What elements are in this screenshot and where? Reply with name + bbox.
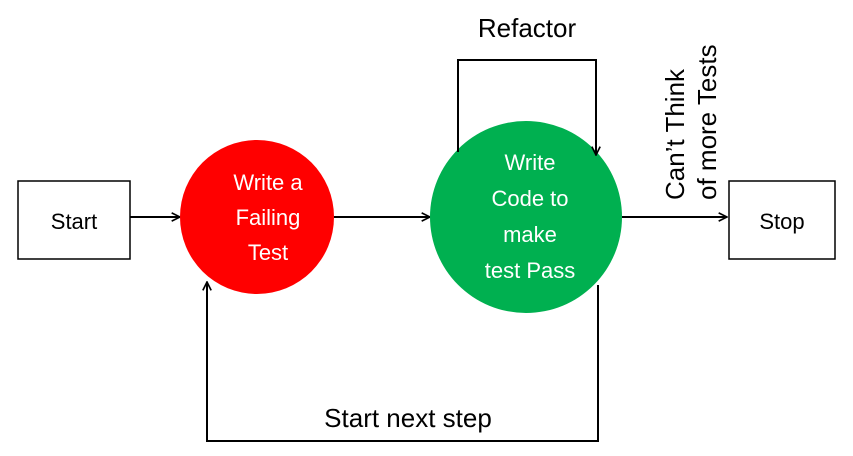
next-step-label: Start next step [324,403,492,433]
start-label: Start [51,209,97,234]
start-box [17,180,131,260]
write-code-line-4: test Pass [485,258,575,283]
failing-test-line-2: Failing [236,205,301,230]
stop-label: Stop [759,209,804,234]
cant-think-line-2: of more Tests [692,44,722,200]
write-code-line-3: make [503,222,557,247]
write-code-line-2: Code to [491,186,568,211]
stop-box [728,180,836,260]
write-code-line-1: Write [505,150,556,175]
edge-next-step-loop [207,282,599,442]
failing-test-node [180,140,334,294]
failing-test-line-3: Test [248,240,288,265]
failing-test-line-1: Write a [233,170,303,195]
refactor-label: Refactor [478,13,577,43]
cant-think-line-1: Can’t Think [660,68,690,200]
edge-refactor-loop [457,59,596,155]
write-code-node [430,121,622,313]
